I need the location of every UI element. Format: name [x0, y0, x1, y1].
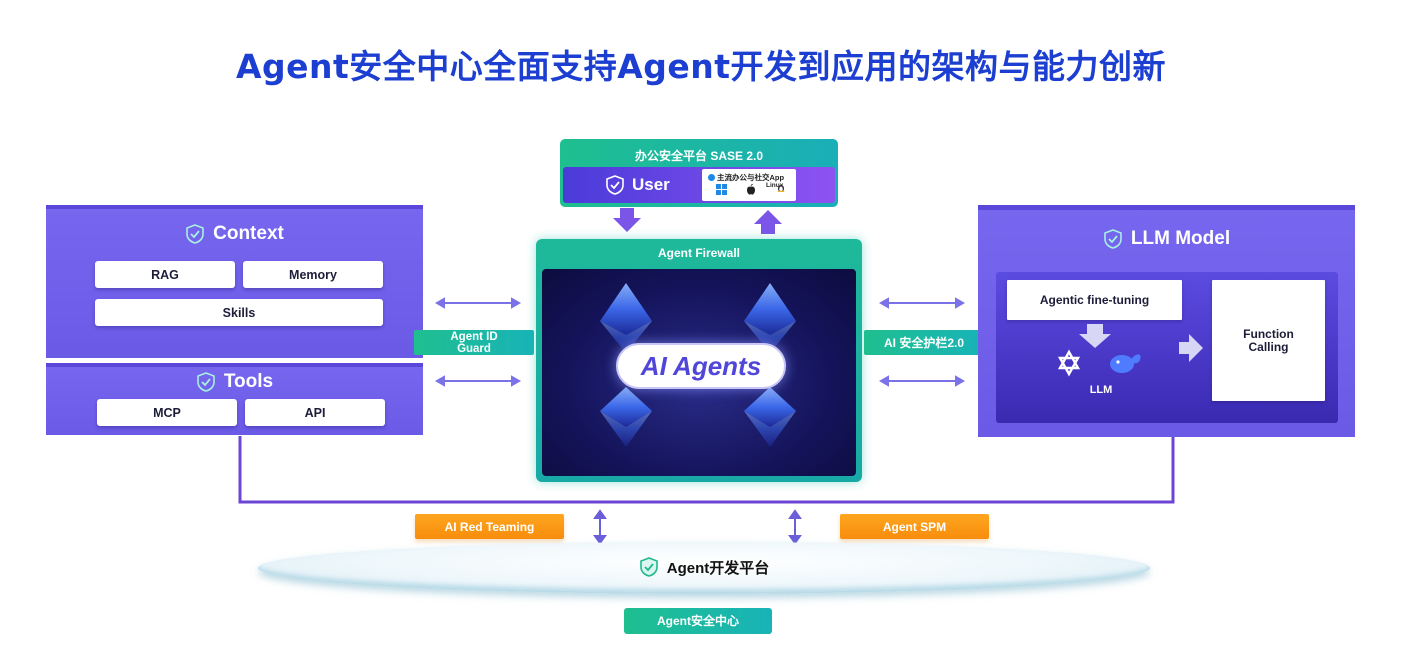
apps-box: 主流办公与社交App Linux	[702, 169, 796, 201]
model-logo-icon	[1057, 349, 1081, 377]
platform-label: Agent开发平台	[666, 559, 770, 577]
agent-security-center-tag: Agent安全中心	[624, 608, 772, 634]
context-panel: Context RAG Memory Skills	[46, 205, 423, 358]
context-chip-rag: RAG	[95, 261, 235, 288]
firewall-core-area: AI Agents	[542, 269, 856, 476]
agentic-fine-tuning-box: Agentic fine-tuning	[1007, 280, 1182, 320]
ai-agents-core: AI Agents	[616, 343, 786, 389]
shield-icon	[186, 224, 204, 244]
shield-icon	[639, 557, 658, 577]
llm-model-panel: LLM Model Agentic fine-tuning Function C…	[978, 205, 1355, 437]
windows-icon	[716, 184, 727, 197]
agent-firewall: Agent Firewall AI Agents	[536, 239, 862, 482]
agent-spm-tag: Agent SPM	[840, 514, 989, 539]
ai-red-teaming-tag: AI Red Teaming	[415, 514, 564, 539]
shield-icon	[197, 372, 215, 392]
agent-id-guard-tag: Agent ID Guard	[414, 330, 534, 355]
tools-chip-mcp: MCP	[97, 399, 237, 426]
llm-decor	[1057, 324, 1203, 377]
app-icon	[708, 174, 715, 181]
tools-panel: Tools MCP API	[46, 363, 423, 435]
firewall-label: Agent Firewall	[657, 246, 740, 260]
ai-guardrail-tag: AI 安全护栏2.0	[864, 330, 984, 355]
user-label: User	[632, 175, 670, 194]
llm-label: LLM	[1089, 384, 1113, 396]
agent-dev-platform: Agent开发平台	[258, 542, 1150, 594]
right-arrow	[1179, 334, 1203, 362]
context-title: Context	[213, 223, 284, 244]
sase-label: 办公安全平台 SASE 2.0	[634, 149, 764, 163]
up-arrow	[754, 210, 782, 234]
down-arrow	[1079, 324, 1111, 348]
down-arrow	[613, 208, 641, 232]
page-title: Agent安全中心全面支持Agent开发到应用的架构与能力创新	[235, 47, 1167, 86]
linux-icon: Linux	[766, 182, 786, 192]
tools-chip-api: API	[245, 399, 385, 426]
llm-inner-area: Agentic fine-tuning Function Calling LLM	[996, 272, 1338, 423]
crystal-decor	[600, 283, 796, 447]
context-chip-skills: Skills	[95, 299, 383, 326]
apps-title: 主流办公与社交App	[717, 173, 785, 182]
sase-platform: 办公安全平台 SASE 2.0 User 主流办公与社交App Linux	[560, 139, 838, 207]
function-calling-box: Function Calling	[1212, 280, 1325, 401]
whale-logo-icon	[1110, 354, 1141, 373]
shield-icon	[606, 175, 624, 195]
context-chip-memory: Memory	[243, 261, 383, 288]
apple-icon	[746, 183, 756, 197]
llm-title: LLM Model	[1130, 228, 1231, 249]
shield-icon	[1104, 229, 1122, 249]
user-bar: User 主流办公与社交App Linux	[563, 167, 835, 203]
tools-title: Tools	[223, 371, 274, 392]
